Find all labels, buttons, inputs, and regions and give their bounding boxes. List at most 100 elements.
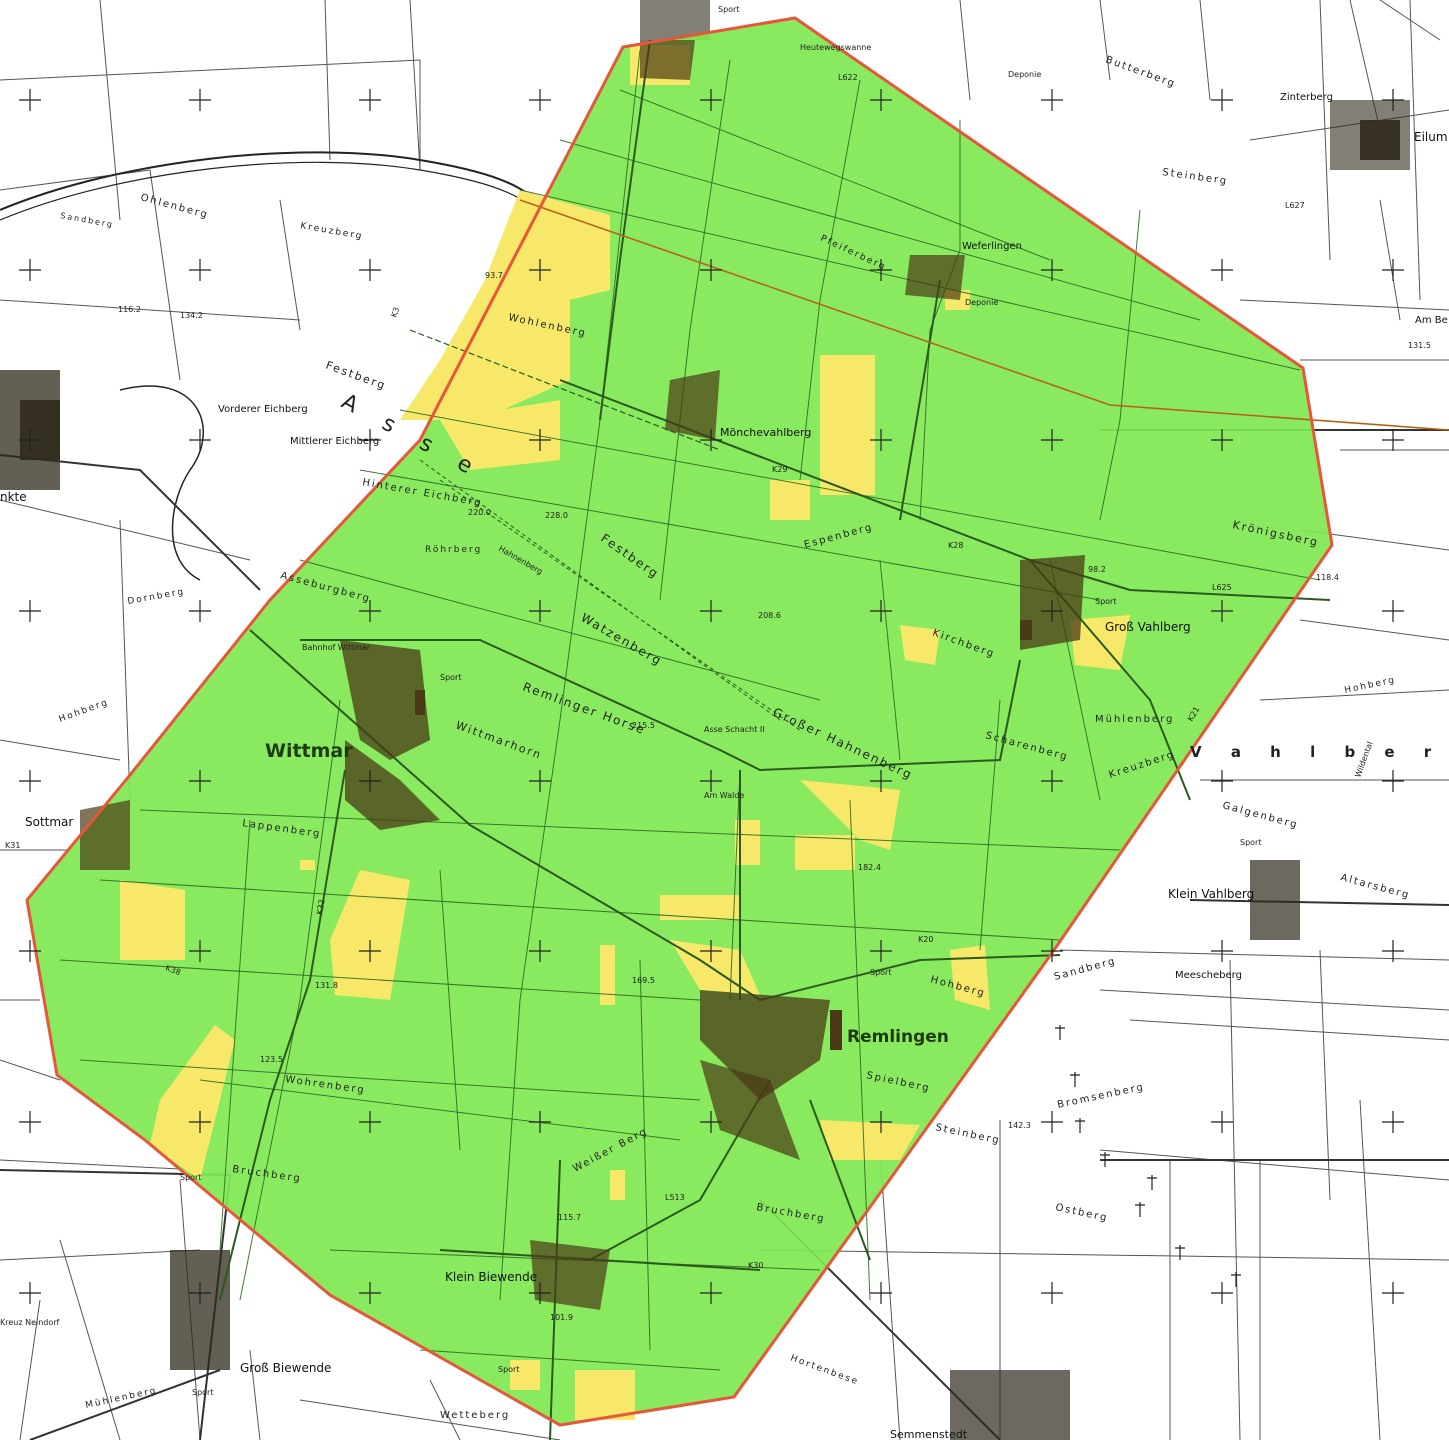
elev-13: 98.2 <box>1088 565 1106 574</box>
road-k20: K20 <box>918 935 933 944</box>
grid-cross-icon <box>870 940 892 962</box>
grid-cross-icon <box>1382 1111 1404 1133</box>
elev-1: 93.7 <box>485 271 503 280</box>
label-kte: nkte <box>0 490 27 504</box>
grid-cross-icon <box>189 429 211 451</box>
label-muehlenberg: Mühlenberg <box>1095 714 1174 725</box>
label-gross-biewende: Groß Biewende <box>240 1361 331 1375</box>
label-vorderer-eichberg: Vorderer Eichberg <box>218 404 308 415</box>
grid-cross-icon <box>1211 600 1233 622</box>
label-klein-biewende: Klein Biewende <box>445 1270 537 1284</box>
label-sport-wittmar: Sport <box>440 673 461 682</box>
grid-cross-icon <box>700 770 722 792</box>
road-l625: L625 <box>1212 583 1232 592</box>
ridge-path <box>419 459 801 731</box>
elev-4: 228.0 <box>545 511 568 520</box>
grid-cross-icon <box>1382 600 1404 622</box>
grid-cross-icon <box>1211 940 1233 962</box>
grid-cross-icon <box>19 600 41 622</box>
grid-cross-icon <box>1041 1282 1063 1304</box>
grid-cross-icon <box>529 259 551 281</box>
label-zinterberg: Zinterberg <box>1280 92 1333 103</box>
study-area-boundary[interactable] <box>25 16 1334 1427</box>
grid-cross-icon <box>870 1282 892 1304</box>
label-wittmar: Wittmar <box>265 740 353 762</box>
grid-cross-icon <box>1041 429 1063 451</box>
label-moenchevahlberg: Mönchevahlberg <box>720 426 811 439</box>
elev-10: 115.7 <box>558 1213 581 1222</box>
grid-cross-icon <box>1382 429 1404 451</box>
small-annotations: Bahnhof Wittmar Sport Sport Sport Sport … <box>0 5 1261 1397</box>
label-sport-remlingen: Sport <box>870 968 891 977</box>
label-am-walde: Am Walde <box>704 791 744 800</box>
elev-15: 142.3 <box>1008 1121 1031 1130</box>
elev-8: 169.5 <box>632 976 655 985</box>
grid-cross-icon <box>1211 429 1233 451</box>
label-gross-vahlberg: Groß Vahlberg <box>1105 620 1191 634</box>
wind-turbine-icon <box>1100 1152 1110 1167</box>
road-k31: K31 <box>5 841 20 850</box>
road-l513: L513 <box>665 1193 685 1202</box>
wind-turbine-icon <box>1135 1202 1145 1217</box>
grid-cross-icon <box>189 89 211 111</box>
elev-12: 101.9 <box>550 1313 573 1322</box>
label-schacht: Asse Schacht II <box>704 725 765 734</box>
grid-cross-icon <box>529 1111 551 1133</box>
grid-cross-icon <box>19 259 41 281</box>
elev-7: 182.4 <box>858 863 881 872</box>
wind-turbine-icon <box>1147 1175 1157 1190</box>
wind-turbine-icon <box>1231 1272 1241 1287</box>
grid-cross-icon <box>19 940 41 962</box>
grid-cross-icon <box>1041 89 1063 111</box>
wind-turbine-icon <box>1055 1025 1065 1040</box>
road-l622: L622 <box>838 73 858 82</box>
label-am-berg: Am Be <box>1415 315 1448 326</box>
label-sport-biewende: Sport <box>192 1388 213 1397</box>
grid-cross-icon <box>529 770 551 792</box>
grid-cross-icon <box>1211 89 1233 111</box>
grid-cross-icon <box>870 429 892 451</box>
elev-11: 116.2 <box>118 305 141 314</box>
grid-cross-icon <box>1382 770 1404 792</box>
grid-cross-icon <box>19 1111 41 1133</box>
grid-cross-icon <box>1382 940 1404 962</box>
railway-line <box>519 199 1449 431</box>
grid-cross-icon <box>1382 1282 1404 1304</box>
grid-crosses <box>19 89 1404 1304</box>
wind-turbine-icons <box>1055 1025 1241 1287</box>
grid-cross-icon <box>189 940 211 962</box>
elev-16: 131.5 <box>1408 341 1431 350</box>
grid-cross-icon <box>700 1282 722 1304</box>
area-field-lines <box>59 49 1321 1371</box>
elev-2: 134.2 <box>180 311 203 320</box>
label-sottmar: Sottmar <box>25 815 73 829</box>
grid-cross-icon <box>870 89 892 111</box>
grid-cross-icon <box>700 89 722 111</box>
grid-cross-icon <box>1211 1111 1233 1133</box>
outer-settlements <box>0 0 1410 1440</box>
grid-cross-icon <box>870 259 892 281</box>
elev-17: 118.4 <box>1316 573 1339 582</box>
grid-cross-icon <box>1382 259 1404 281</box>
grid-cross-icon <box>359 1111 381 1133</box>
grid-cross-icon <box>1211 770 1233 792</box>
grid-cross-icon <box>359 89 381 111</box>
elevation-points: 93.7 134.2 220.0 228.0 208.6 215.5 182.4… <box>118 271 1431 1322</box>
label-sport-vahlberg: Sport <box>1095 597 1116 606</box>
grid-cross-icon <box>870 770 892 792</box>
label-sport-klein-vahlberg: Sport <box>1240 838 1261 847</box>
grid-cross-icon <box>189 600 211 622</box>
elev-14: 123.5 <box>260 1055 283 1064</box>
grid-cross-icon <box>529 940 551 962</box>
road-k30: K30 <box>748 1261 763 1270</box>
label-deponie-north: Deponie <box>1008 70 1041 79</box>
grid-cross-icon <box>189 770 211 792</box>
road-k29: K29 <box>772 465 787 474</box>
grid-cross-icon <box>19 770 41 792</box>
study-area-fill <box>27 18 1332 1425</box>
forest-boundary <box>409 329 721 451</box>
grid-cross-icon <box>359 940 381 962</box>
grid-cross-icon <box>19 89 41 111</box>
label-mittlerer-eichberg: Mittlerer Eichberg <box>290 436 379 447</box>
